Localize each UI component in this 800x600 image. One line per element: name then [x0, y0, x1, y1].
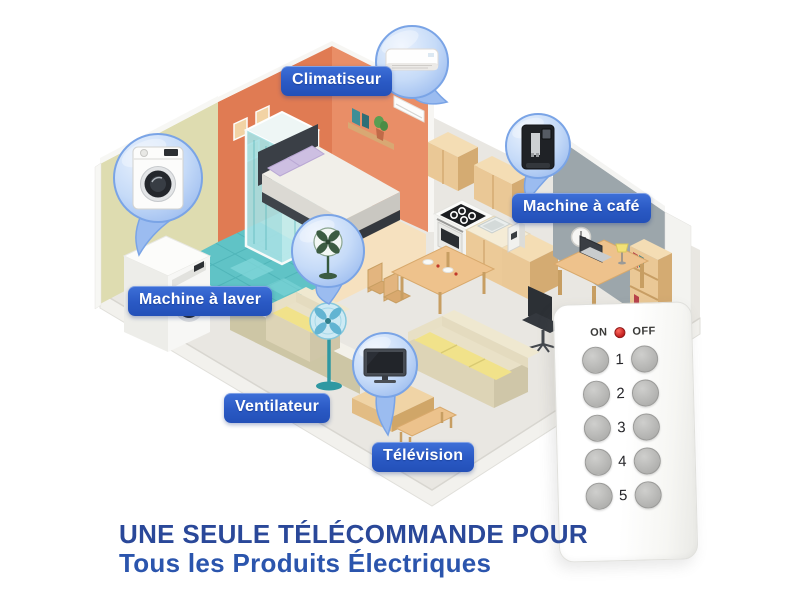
desk-lamp — [615, 243, 629, 265]
remote-on-button-4 — [583, 448, 612, 477]
washing-machine-bubble — [113, 133, 203, 257]
remote-on-button-3 — [583, 414, 611, 443]
remote-channel-number-1: 1 — [615, 351, 624, 369]
coffee-machine-icon — [521, 124, 555, 170]
headline-line-1: UNE SEULE TÉLÉCOMMANDE POUR — [119, 519, 588, 549]
standing-fan — [309, 302, 347, 391]
remote-off-button-2 — [631, 379, 659, 407]
remote-off-button-1 — [630, 345, 658, 373]
remote-on-button-1 — [581, 346, 609, 375]
end-cabinet — [502, 234, 558, 300]
remote-channel-number-4: 4 — [617, 452, 627, 471]
remote-button-grid: 1 2 3 4 5 — [555, 344, 696, 511]
standing-fan-bubble — [291, 214, 365, 305]
dining-set — [366, 245, 496, 314]
headline: UNE SEULE TÉLÉCOMMANDE POUR Tous les Pro… — [119, 520, 588, 578]
remote-led-indicator — [614, 326, 626, 338]
television-icon — [363, 348, 407, 383]
remote-off-label: OFF — [632, 325, 656, 338]
remote-channel-number-5: 5 — [618, 486, 628, 505]
remote-on-label: ON — [589, 326, 608, 339]
callout-label-machine-a-laver: Machine à laver — [128, 286, 273, 316]
desk — [552, 235, 650, 310]
kitchen — [428, 132, 558, 300]
upper-cabinet-a — [428, 132, 478, 191]
callout-label-climatiseur: Climatiseur — [281, 66, 393, 96]
remote-channel-row-1: 1 — [581, 345, 658, 375]
television-bubble — [352, 332, 418, 437]
standing-fan-icon — [313, 227, 343, 280]
callout-label-machine-a-cafe: Machine à café — [512, 193, 651, 223]
remote-channel-row-3: 3 — [583, 413, 660, 443]
remote-channel-row-5: 5 — [584, 481, 662, 511]
air-conditioner-icon — [385, 48, 439, 71]
remote-on-button-2 — [582, 380, 610, 409]
washing-machine-icon — [132, 146, 184, 210]
remote-channel-number-3: 3 — [616, 418, 626, 437]
coffee-machine-counter — [507, 221, 525, 253]
wall-air-conditioner-unit — [393, 95, 425, 123]
remote-off-button-5 — [633, 481, 662, 509]
headline-line-2: Tous les Produits Électriques — [119, 548, 492, 578]
remote-power-labels: ON OFF — [554, 324, 691, 340]
remote-channel-row-2: 2 — [582, 379, 659, 409]
remote-channel-number-2: 2 — [616, 385, 625, 403]
sofa — [408, 310, 540, 408]
air-conditioner-bubble — [375, 25, 449, 105]
remote-off-button-3 — [632, 413, 660, 441]
remote-channel-row-4: 4 — [583, 447, 661, 477]
callout-label-ventilateur: Ventilateur — [224, 393, 331, 423]
callout-label-television: Télévision — [372, 442, 475, 472]
office-chair — [522, 286, 564, 353]
remote-on-button-5 — [584, 482, 613, 511]
chair — [366, 262, 412, 304]
wall-shelf — [348, 108, 394, 150]
bed — [258, 124, 400, 248]
remote-off-button-4 — [632, 447, 661, 475]
